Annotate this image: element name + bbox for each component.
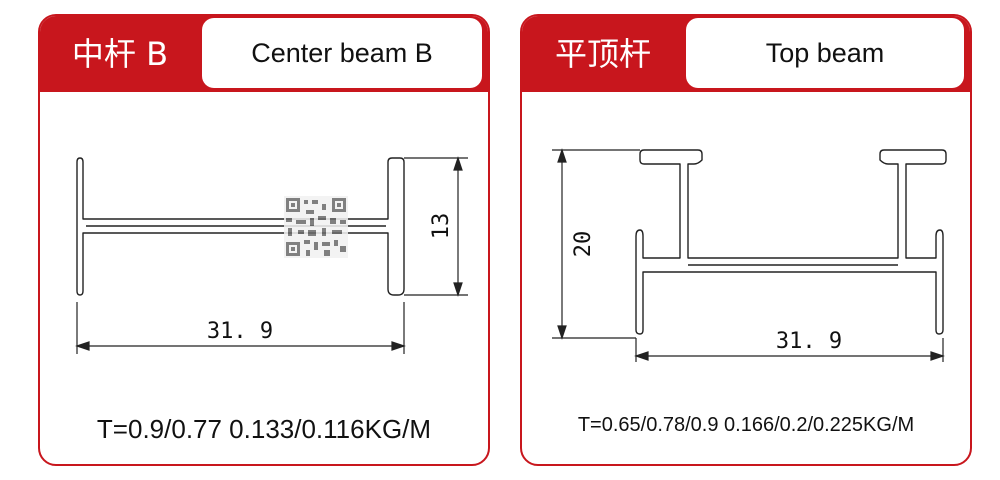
width-dimension-label: 31. 9 [207,319,273,344]
center-beam-profile-drawing: 31. 9 13 [75,156,468,354]
chinese-title: 中杆 B [71,35,169,73]
width-dimension-label: 31. 9 [776,329,842,354]
qr-code-watermark [284,196,348,258]
product-card-center-beam: 中杆 B Center beam B [38,14,490,466]
height-dimension-label: 13 [429,213,454,240]
english-title: Center beam B [251,37,433,68]
spec-text: T=0.9/0.77 0.133/0.116KG/M [96,414,432,444]
center-beam-profile-outline [76,157,405,296]
card-header: 平顶杆 Top beam [522,16,970,92]
chinese-title: 平顶杆 [554,35,651,73]
english-title-box: Center beam B [202,18,482,88]
product-card-top-beam: 平顶杆 Top beam 31. 9 20 T=0.65/0.78/0.9 0.… [520,14,972,466]
spec-text: T=0.65/0.78/0.9 0.166/0.2/0.225KG/M [577,414,915,436]
english-title: Top beam [765,37,885,68]
top-beam-profile-drawing: 31. 9 20 [552,148,947,362]
card-header: 中杆 B Center beam B [40,16,488,92]
height-dimension-label: 20 [571,231,596,258]
top-beam-profile-outline [635,149,947,335]
english-title-box: Top beam [686,18,964,88]
